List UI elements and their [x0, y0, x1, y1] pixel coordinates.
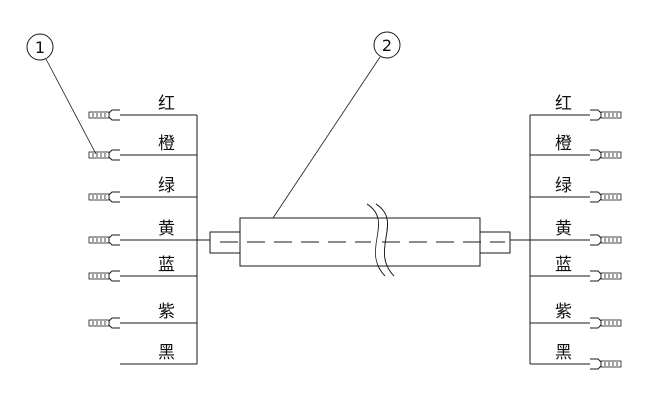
right-terminal-6 — [590, 317, 622, 329]
cable-sheath — [209, 203, 511, 277]
callout-1-label: 1 — [35, 38, 45, 57]
left-wire-2: 橙 — [88, 134, 197, 161]
right-wire-label: 黄 — [555, 219, 572, 239]
right-wire-6: 紫 — [530, 302, 622, 329]
left-wire-label: 蓝 — [158, 255, 175, 275]
right-wire-label: 黑 — [555, 343, 572, 363]
left-wire-label: 紫 — [158, 302, 175, 322]
left-wire-3: 绿 — [88, 176, 197, 203]
right-terminal-3 — [590, 191, 622, 203]
left-wire-label: 红 — [158, 94, 175, 114]
left-terminal-3 — [88, 191, 120, 203]
left-wire-label: 黑 — [158, 343, 175, 363]
left-wire-6: 紫 — [88, 302, 197, 329]
right-terminal-2 — [590, 149, 622, 161]
left-wire-1: 红 — [88, 94, 197, 121]
right-wire-3: 绿 — [530, 176, 622, 203]
left-terminal-5 — [88, 270, 120, 282]
right-wire-1: 红 — [530, 94, 622, 121]
right-terminal-7 — [590, 358, 622, 370]
right-wire-label: 红 — [555, 94, 572, 114]
right-wire-2: 橙 — [530, 134, 622, 161]
right-wire-label: 紫 — [555, 302, 572, 322]
right-wire-7: 黑 — [530, 343, 622, 370]
left-terminal-6 — [88, 317, 120, 329]
right-wire-4: 黄 — [530, 219, 622, 246]
right-terminal-1 — [590, 109, 622, 121]
left-wire-5: 蓝 — [88, 255, 197, 282]
right-wire-5: 蓝 — [530, 255, 622, 282]
callout-2-label: 2 — [382, 36, 392, 55]
callout-1: 1 — [26, 33, 97, 155]
left-wire-7: 黑 — [120, 343, 197, 365]
left-wire-label: 绿 — [158, 176, 175, 196]
right-wire-label: 橙 — [555, 134, 572, 154]
left-wire-label: 橙 — [158, 134, 175, 154]
left-terminal-1 — [88, 109, 120, 121]
right-wire-label: 绿 — [555, 176, 572, 196]
left-wire-4: 黄 — [88, 219, 197, 246]
left-terminal-2 — [88, 149, 120, 161]
right-terminal-5 — [590, 270, 622, 282]
right-terminal-4 — [590, 234, 622, 246]
right-wire-label: 蓝 — [555, 255, 572, 275]
left-terminal-4 — [88, 234, 120, 246]
callout-2: 2 — [272, 31, 401, 219]
left-wire-label: 黄 — [158, 219, 175, 239]
